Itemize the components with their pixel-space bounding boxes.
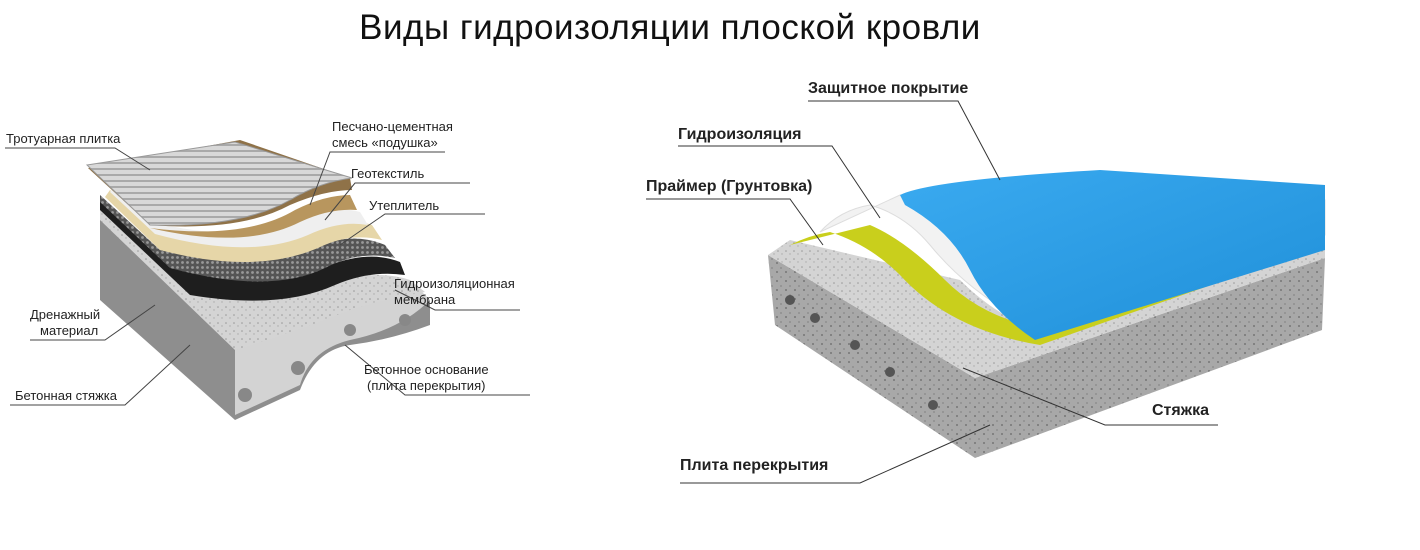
label-concrete-base-line2: (плита перекрытия) xyxy=(367,378,486,393)
label-membrane-line1: Гидроизоляционная xyxy=(394,276,515,291)
label-sand-cement-line2: смесь «подушка» xyxy=(332,135,438,150)
label-drainage-line1: Дренажный xyxy=(30,307,101,322)
label-screed: Стяжка xyxy=(1152,402,1209,419)
label-sand-cement-line1: Песчано-цементная xyxy=(332,119,453,134)
label-insulation: Утеплитель xyxy=(369,198,440,213)
protective-coating-layer xyxy=(900,170,1325,340)
label-concrete-base-line1: Бетонное основание xyxy=(364,362,489,377)
label-floor-slab: Плита перекрытия xyxy=(680,457,829,474)
label-membrane-line2: мембрана xyxy=(394,292,456,307)
label-waterproofing: Гидроизоляция xyxy=(678,126,802,143)
slab-front-face xyxy=(768,255,975,458)
membrane-layer xyxy=(100,200,405,301)
drainage-layer xyxy=(100,195,395,282)
concrete-base-slab xyxy=(100,205,430,420)
left-layer-stack xyxy=(85,140,430,420)
right-leader-lines xyxy=(646,100,1218,484)
right-layer-stack xyxy=(768,170,1326,458)
insulation-layer xyxy=(105,190,382,263)
label-primer: Праймер (Грунтовка) xyxy=(646,178,813,195)
label-drainage-line2: материал xyxy=(40,323,99,338)
label-geotextile: Геотекстиль xyxy=(351,166,425,181)
label-concrete-screed: Бетонная стяжка xyxy=(15,388,118,403)
page-title: Виды гидроизоляции плоской кровли xyxy=(359,8,981,47)
left-leader-lines xyxy=(5,147,530,406)
label-protective-coating: Защитное покрытие xyxy=(808,80,969,97)
sand-cement-layer xyxy=(90,175,357,238)
screed-layer xyxy=(100,205,425,350)
paving-tile-layer xyxy=(85,141,353,226)
label-paving-tile: Тротуарная плитка xyxy=(6,131,121,146)
